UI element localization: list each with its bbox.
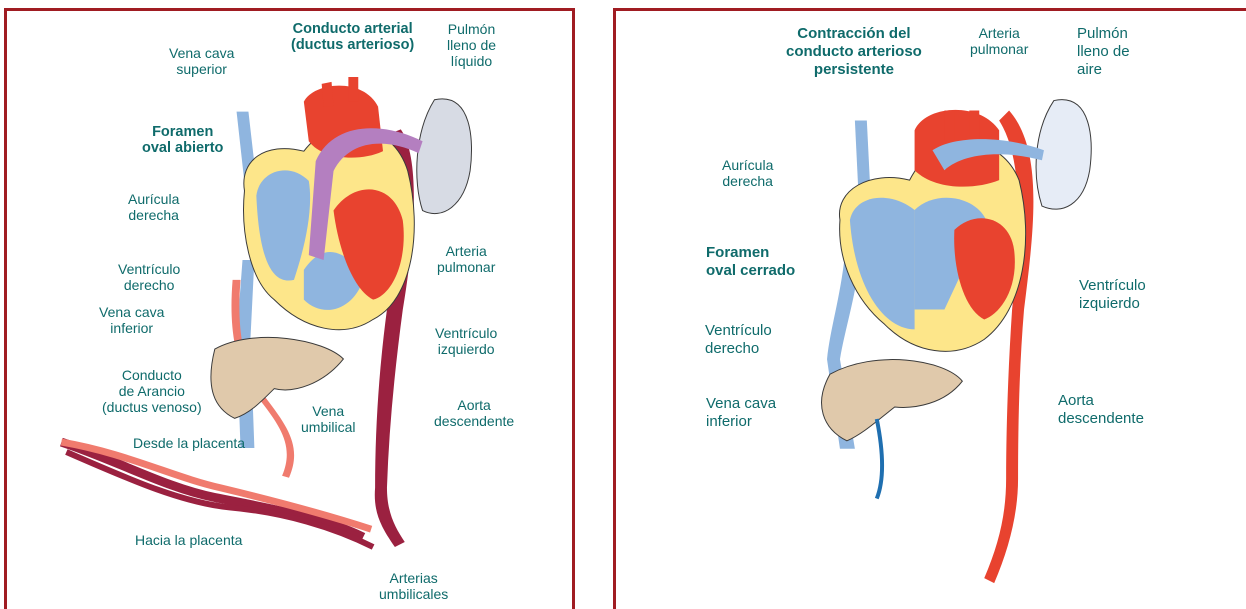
label-vena-cava-inferior-fetal: Vena cava inferior (99, 304, 164, 336)
label-contraccion-conducto: Contracción del conducto arterioso persi… (786, 25, 922, 79)
label-foramen-oval-abierto: Foramen oval abierto (142, 124, 223, 156)
label-vena-umbilical: Vena umbilical (301, 403, 355, 435)
label-desde-la-placenta: Desde la placenta (133, 435, 245, 451)
fetal-circulation-panel: Vena cava superior Conducto arterial (du… (4, 8, 575, 609)
label-ventriculo-derecho-newborn: Ventrículo derecho (705, 322, 772, 358)
fetal-heart-shape (244, 77, 423, 330)
label-vena-cava-superior: Vena cava superior (169, 45, 234, 77)
label-hacia-la-placenta: Hacia la placenta (135, 532, 242, 548)
label-auricula-derecha-fetal: Aurícula derecha (128, 191, 179, 223)
fetal-heart-illustration (7, 11, 572, 609)
label-conducto-arterial: Conducto arterial (ductus arterioso) (291, 21, 414, 53)
label-pulmon-lleno-liquido: Pulmón lleno de líquido (447, 21, 496, 69)
label-foramen-oval-cerrado: Foramen oval cerrado (706, 244, 795, 280)
label-auricula-derecha-newborn: Aurícula derecha (722, 157, 773, 189)
newborn-ductus-venosus-remnant (877, 419, 882, 499)
label-ventriculo-izquierdo-newborn: Ventrículo izquierdo (1079, 277, 1146, 313)
label-arteria-pulmonar-newborn: Arteria pulmonar (970, 25, 1028, 57)
fluid-lung-shape (417, 99, 472, 214)
label-arterias-umbilicales: Arterias umbilicales (379, 570, 448, 602)
newborn-liver-shape (822, 360, 963, 441)
label-ventriculo-izquierdo-fetal: Ventrículo izquierdo (435, 325, 497, 357)
label-ventriculo-derecho-fetal: Ventrículo derecho (118, 261, 180, 293)
label-aorta-descendente-newborn: Aorta descendente (1058, 392, 1144, 428)
label-vena-cava-inferior-newborn: Vena cava inferior (706, 395, 776, 431)
label-conducto-arancio: Conducto de Arancio (ductus venoso) (102, 367, 202, 415)
air-lung-shape (1036, 100, 1091, 209)
label-arteria-pulmonar-fetal: Arteria pulmonar (437, 243, 495, 275)
newborn-circulation-panel: Contracción del conducto arterioso persi… (613, 8, 1246, 609)
newborn-heart-illustration (616, 11, 1246, 609)
label-pulmon-lleno-aire: Pulmón lleno de aire (1077, 25, 1130, 79)
label-aorta-descendente-fetal: Aorta descendente (434, 397, 514, 429)
